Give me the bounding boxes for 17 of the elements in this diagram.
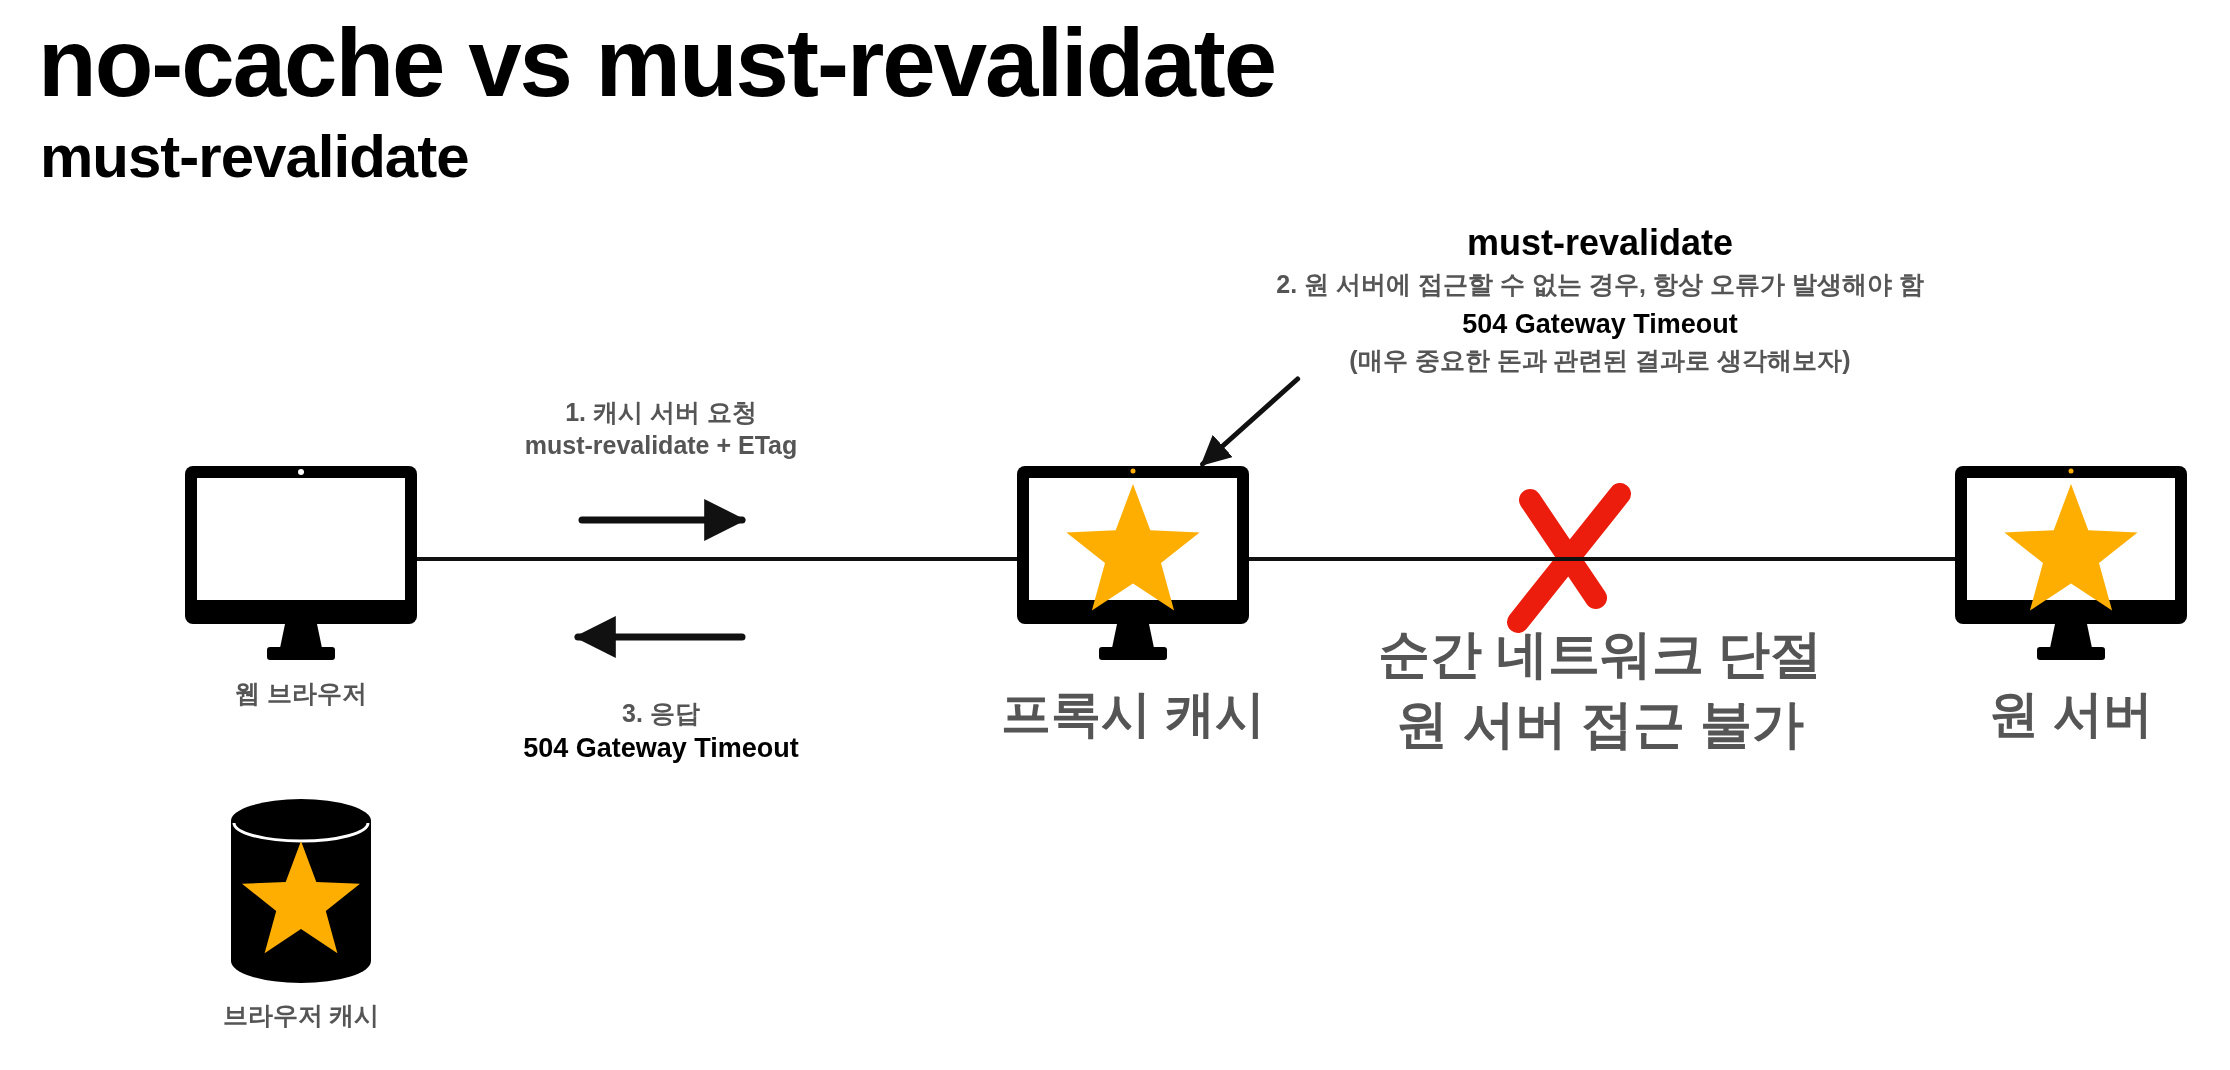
node-label: 웹 브라우저 xyxy=(235,678,367,709)
title: no-cache vs must-revalidate xyxy=(38,8,1276,118)
status-text: 순간 네트워크 단절 xyxy=(1377,624,1823,685)
subtitle: must-revalidate xyxy=(40,122,469,191)
annotation-status: 504 Gateway Timeout xyxy=(1462,309,1738,340)
status-text: 원 서버 접근 불가 xyxy=(1396,694,1804,755)
node-label: 브라우저 캐시 xyxy=(222,1000,380,1031)
arrow-label: 1. 캐시 서버 요청 xyxy=(565,397,757,428)
annotation-text: 2. 원 서버에 접근할 수 없는 경우, 항상 오류가 발생해야 함 xyxy=(1276,269,1924,300)
node-label: 원 서버 xyxy=(1989,685,2153,744)
arrow-label: 3. 응답 xyxy=(622,698,700,729)
arrow-label: must-revalidate + ETag xyxy=(524,431,798,460)
annotation-note: (매우 중요한 돈과 관련된 결과로 생각해보자) xyxy=(1349,345,1851,376)
node-label: 프록시 캐시 xyxy=(1001,685,1265,744)
arrow-label: 504 Gateway Timeout xyxy=(523,733,799,764)
leader-arrow xyxy=(1200,376,1301,467)
annotation-heading: must-revalidate xyxy=(1466,222,1734,264)
